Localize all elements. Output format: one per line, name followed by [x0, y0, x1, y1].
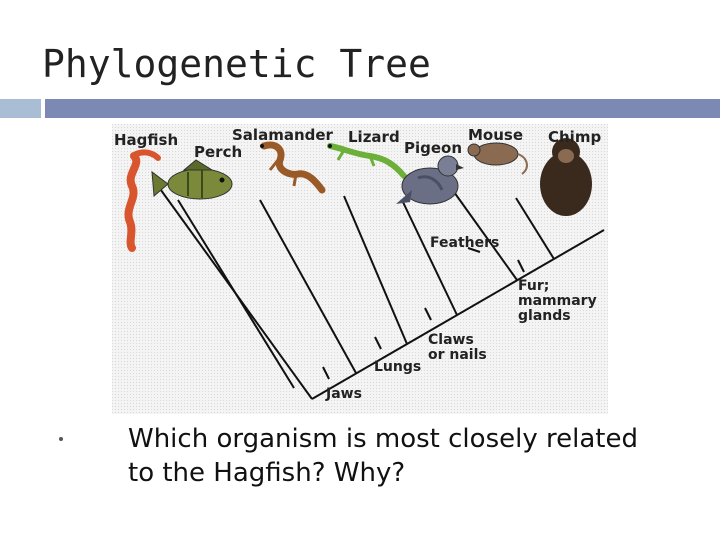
label-pigeon: Pigeon [404, 139, 462, 157]
mouse-illustration [467, 142, 528, 175]
tree-branches [157, 177, 605, 400]
label-jaws: Jaws [325, 386, 362, 402]
tick-claws [424, 307, 432, 321]
tick-fur [517, 259, 525, 273]
question-line-1: Which organism is most closely related [128, 424, 638, 454]
branch-mouse [443, 177, 518, 281]
branch-salamander [259, 199, 357, 374]
chimp-illustration [540, 138, 592, 216]
title-bar-accent-left [0, 99, 41, 118]
title-bar-accent-right [45, 99, 720, 118]
branch-chimp [515, 197, 555, 260]
label-claws: Claws [428, 332, 474, 348]
label-claws-line2: or nails [428, 347, 487, 363]
label-fur-line3: glands [518, 308, 571, 324]
tick-lungs [374, 336, 382, 350]
phylogenetic-tree-diagram: Hagfish Perch Salamander Lizard Pigeon M… [112, 124, 608, 414]
label-fur-line2: mammary [518, 293, 597, 309]
lizard-illustration [327, 143, 407, 179]
tick-feathers [467, 247, 481, 253]
hagfish-illustration [124, 149, 161, 252]
branch-perch [177, 199, 295, 389]
label-salamander: Salamander [232, 126, 334, 144]
perch-illustration [151, 159, 233, 200]
label-fur: Fur; [518, 278, 549, 294]
salamander-illustration [260, 141, 326, 194]
main-trunk [311, 229, 605, 400]
label-perch: Perch [194, 143, 242, 161]
label-lungs: Lungs [374, 359, 421, 375]
slide-title: Phylogenetic Tree [42, 42, 431, 86]
branch-pigeon [401, 199, 458, 316]
tick-jaws [322, 366, 330, 380]
label-feathers: Feathers [430, 235, 499, 251]
bullet-point [59, 437, 63, 441]
pigeon-illustration [396, 155, 464, 205]
label-mouse: Mouse [468, 126, 523, 144]
label-lizard: Lizard [348, 128, 400, 146]
phylogenetic-tree-figure: Hagfish Perch Salamander Lizard Pigeon M… [112, 124, 608, 414]
branch-lizard [343, 195, 408, 345]
label-hagfish: Hagfish [114, 131, 178, 149]
question-line-2: to the Hagfish? Why? [128, 458, 406, 488]
trait-ticks [322, 247, 525, 380]
label-chimp: Chimp [548, 128, 601, 146]
question-text: Which organism is most closely related t… [128, 422, 688, 490]
